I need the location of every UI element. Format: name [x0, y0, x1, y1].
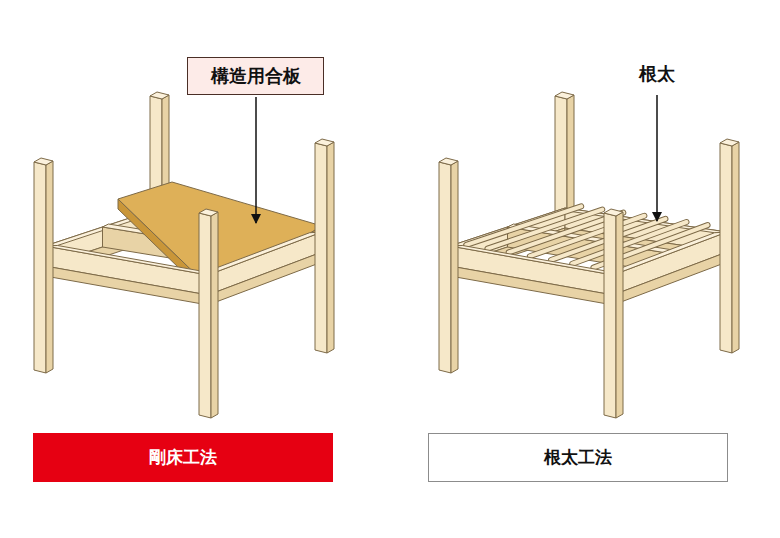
post-side	[327, 142, 334, 353]
callout-box: 構造用合板	[187, 57, 324, 95]
post-side	[451, 161, 458, 373]
method-band: 剛床工法	[33, 433, 333, 482]
sill-face	[45, 266, 208, 305]
post-side	[732, 142, 739, 353]
sill-face	[450, 266, 613, 305]
post-face	[720, 143, 732, 353]
rigid-floor-frame	[34, 92, 334, 418]
leader-line	[255, 97, 257, 223]
post-top	[199, 209, 218, 216]
post-top	[720, 139, 739, 146]
post-top	[34, 158, 53, 165]
post-side	[616, 212, 623, 418]
post-side	[211, 212, 218, 418]
post-face	[199, 213, 211, 418]
post-face	[34, 162, 46, 373]
method-box: 根太工法	[428, 433, 728, 482]
joist-floor-frame	[439, 92, 739, 418]
post-side	[46, 161, 53, 373]
node-text: 剛床工法	[149, 447, 217, 467]
leader-line	[656, 95, 658, 221]
post-face	[439, 162, 451, 373]
post-top	[315, 139, 334, 146]
sill-face	[208, 252, 322, 305]
post-top	[604, 209, 623, 216]
post-top	[150, 92, 169, 99]
node-text: 構造用合板	[211, 65, 301, 87]
node-text: 根太工法	[544, 447, 612, 467]
post-top	[555, 92, 574, 99]
post-face	[315, 143, 327, 353]
sill-face	[613, 252, 727, 305]
part-label: 根太	[639, 62, 675, 86]
post-top	[439, 158, 458, 165]
post-face	[604, 213, 616, 418]
